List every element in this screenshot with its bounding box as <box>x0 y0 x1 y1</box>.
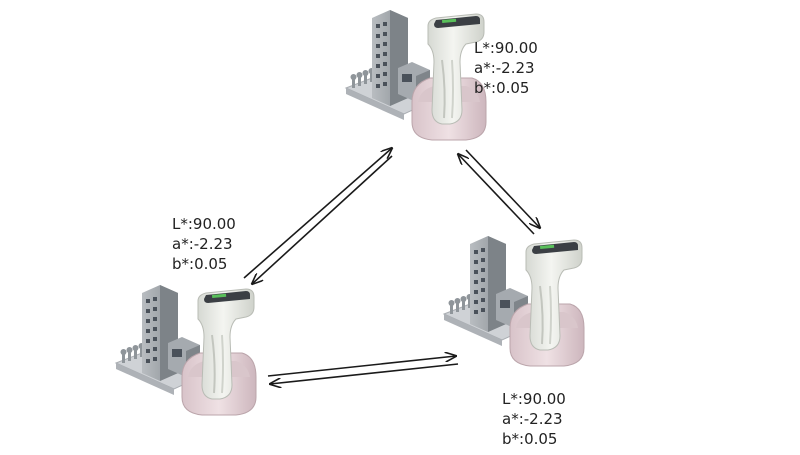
a-value: a*:-2.23 <box>172 235 233 253</box>
l-value: L*:90.00 <box>502 390 566 408</box>
colorimeter-device-icon <box>115 284 257 416</box>
color-readout-right: L*:90.00 a*:-2.23 b*:0.05 <box>502 389 566 449</box>
a-value: a*:-2.23 <box>502 410 563 428</box>
sync-arrow-top-right <box>458 149 540 235</box>
sync-arrow-left-right <box>267 356 459 384</box>
colorimeter-device-icon <box>345 9 487 141</box>
a-value: a*:-2.23 <box>474 59 535 77</box>
color-readout-left: L*:90.00 a*:-2.23 b*:0.05 <box>172 214 236 274</box>
l-value: L*:90.00 <box>474 39 538 57</box>
color-readout-top: L*:90.00 a*:-2.23 b*:0.05 <box>474 38 538 98</box>
b-value: b*:0.05 <box>172 255 228 273</box>
b-value: b*:0.05 <box>474 79 530 97</box>
colorimeter-device-icon <box>443 235 585 367</box>
sync-arrow-left-top <box>243 148 392 284</box>
l-value: L*:90.00 <box>172 215 236 233</box>
b-value: b*:0.05 <box>502 430 558 448</box>
